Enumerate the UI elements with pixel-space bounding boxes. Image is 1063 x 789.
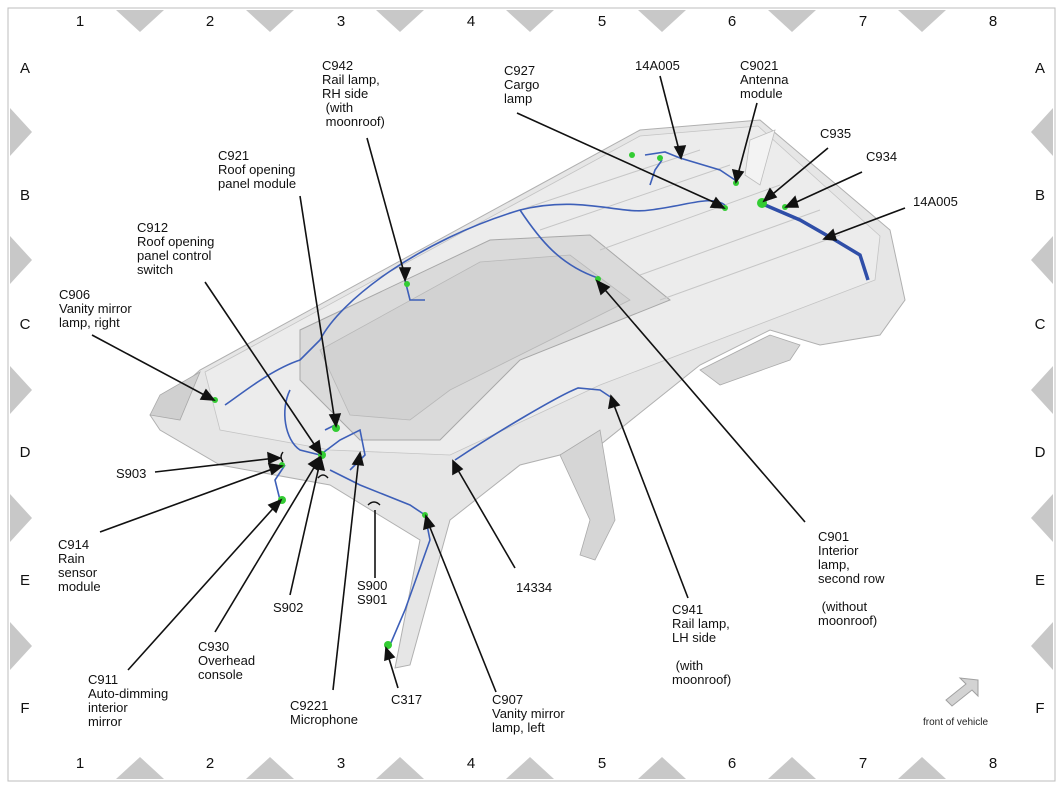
callout-c317: C317 [391,692,423,707]
callout-c930: C930 Overhead console [198,639,256,682]
grid-col-2-bottom: 2 [205,755,215,772]
grid-row-e-left: E [19,572,30,589]
grid-col-8-bottom: 8 [988,755,998,772]
grid-col-1-bottom: 1 [75,755,85,772]
grid-row-a-right: A [1034,60,1045,77]
vehicle-roof-panel [149,119,906,669]
callout-c9021: C9021 Antenna module [740,58,789,101]
callout-s903: S903 [116,466,147,481]
leader-lines [91,75,906,693]
splice-symbols [280,451,381,506]
callout-c941: C941 Rail lamp, LH side (with moonroof) [672,602,732,687]
callout-c912: C912 Roof opening panel control switch [137,220,215,277]
grid-row-f-left: F [20,700,30,717]
grid-row-c-right: C [1034,316,1046,333]
callout-c907: C907 Vanity mirror lamp, left [492,692,565,735]
callout-c927: C927 Cargo lamp [504,63,540,106]
grid-col-2-top: 2 [205,13,215,30]
grid-col-4-bottom: 4 [466,755,476,772]
grid-row-c-left: C [19,316,31,333]
grid-row-d-right: D [1034,444,1046,461]
callout-c935: C935 [820,126,852,141]
grid-col-3-bottom: 3 [336,755,346,772]
callout-14334: 14334 [516,580,553,595]
grid-col-7-bottom: 7 [858,755,868,772]
grid-row-e-right: E [1034,572,1045,589]
callout-c911: C911 Auto-dimming interior mirror [88,672,169,729]
callout-c942: C942 Rail lamp, RH side (with moonroof) [322,58,385,129]
callout-14a005-right: 14A005 [913,194,958,209]
callout-c914: C914 Rain sensor module [58,537,101,594]
grid-row-a-left: A [19,60,30,77]
callout-s900-s901: S900 S901 [357,578,388,607]
right-grid-markers [1031,108,1053,670]
grid-row-b-left: B [19,187,30,204]
callout-c921: C921 Roof opening panel module [218,148,297,191]
grid-row-b-right: B [1034,187,1045,204]
grid-col-3-top: 3 [336,13,346,30]
grid-col-5-bottom: 5 [597,755,607,772]
grid-col-8-top: 8 [988,13,998,30]
grid-col-6-top: 6 [727,13,737,30]
grid-col-4-top: 4 [466,13,476,30]
grid-row-d-left: D [19,444,31,461]
grid-row-f-right: F [1035,700,1045,717]
callout-c901: C901 Interior lamp, second row (without … [818,529,885,628]
front-arrow-icon [945,677,979,707]
grid-col-5-top: 5 [597,13,607,30]
callout-c9221: C9221 Microphone [290,698,358,727]
front-of-vehicle-label: front of vehicle [923,717,989,728]
grid-col-7-top: 7 [858,13,868,30]
left-grid-markers [10,108,32,670]
diagram-frame [7,7,1056,782]
bottom-grid-markers [116,757,946,779]
callout-c906: C906 Vanity mirror lamp, right [59,287,132,330]
callout-14a005-top: 14A005 [635,58,680,73]
callout-s902: S902 [273,600,304,615]
grid-col-1-top: 1 [75,13,85,30]
grid-col-6-bottom: 6 [727,755,737,772]
callout-c934: C934 [866,149,898,164]
top-grid-markers [116,10,946,32]
